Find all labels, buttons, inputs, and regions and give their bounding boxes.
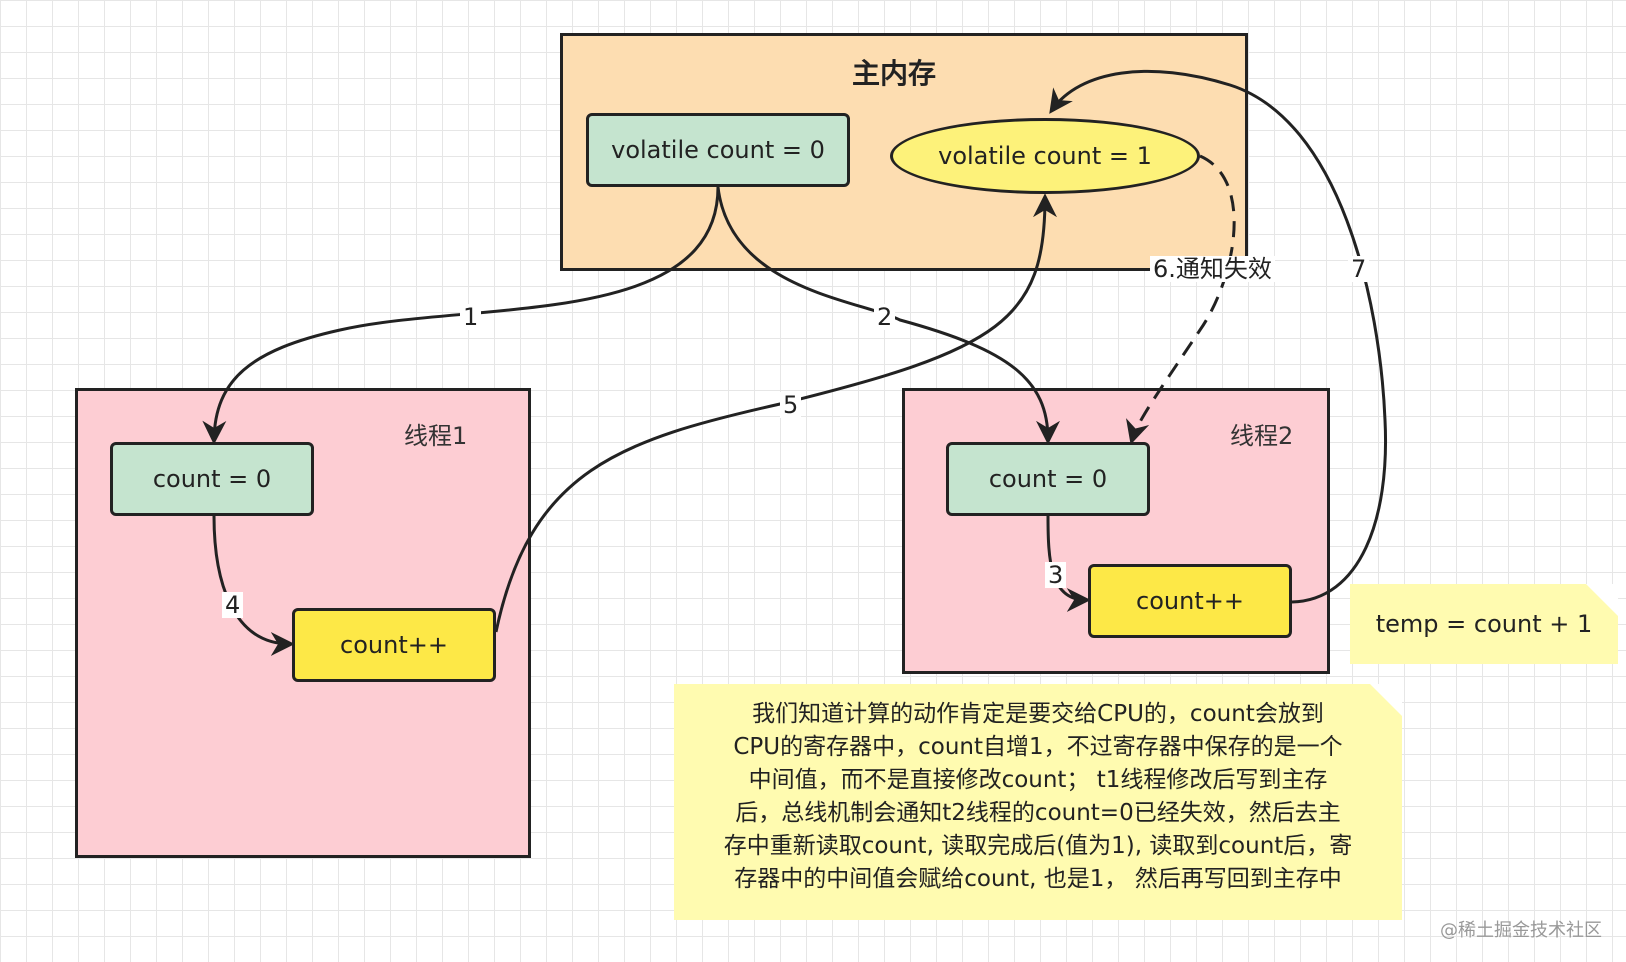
note-explanation: 我们知道计算的动作肯定是要交给CPU的，count会放到 CPU的寄存器中，co… bbox=[674, 684, 1402, 920]
note-line: 我们知道计算的动作肯定是要交给CPU的，count会放到 bbox=[752, 701, 1324, 727]
watermark: @稀土掘金技术社区 bbox=[1440, 920, 1602, 941]
thread2-label: 线程2 bbox=[1230, 422, 1294, 450]
edge-label-3: 3 bbox=[1045, 562, 1067, 588]
note-temp-text: temp = count + 1 bbox=[1375, 610, 1593, 638]
note-line: CPU的寄存器中，count自增1，不过寄存器中保存的是一个 bbox=[733, 734, 1343, 760]
note-line: 存器中的中间值会赋给count, 也是1， 然后再写回到主存中 bbox=[734, 866, 1342, 892]
edge-6 bbox=[1126, 154, 1236, 445]
edge-5 bbox=[494, 193, 1057, 633]
edge-7 bbox=[1049, 69, 1388, 604]
edge-4 bbox=[212, 515, 295, 656]
edge-1 bbox=[202, 186, 720, 445]
edge-2 bbox=[716, 186, 1060, 445]
main-memory-title: 主内存 bbox=[852, 57, 937, 90]
note-line: 后，总线机制会通知t2线程的count=0已经失效，然后去主 bbox=[735, 800, 1341, 826]
edge-label-2: 2 bbox=[874, 304, 896, 330]
thread2-increment-node[interactable]: count++ bbox=[1088, 564, 1292, 638]
edge-label-7: 7 bbox=[1348, 256, 1370, 282]
edge-label-1: 1 bbox=[460, 304, 482, 330]
main-memory-var-new[interactable]: volatile count = 1 bbox=[890, 118, 1200, 194]
note-line: 中间值，而不是直接修改count； t1线程修改后写到主存 bbox=[748, 767, 1328, 793]
thread1-label: 线程1 bbox=[404, 422, 468, 450]
edge-label-6: 6.通知失效 bbox=[1150, 256, 1275, 282]
note-temp: temp = count + 1 bbox=[1350, 584, 1618, 664]
main-memory-var-old[interactable]: volatile count = 0 bbox=[586, 113, 850, 187]
note-line: 存中重新读取count, 读取完成后(值为1), 读取到count后，寄 bbox=[723, 833, 1353, 859]
thread2-count-node[interactable]: count = 0 bbox=[946, 442, 1150, 516]
edge-label-5: 5 bbox=[780, 392, 802, 418]
edge-label-4: 4 bbox=[222, 592, 244, 618]
